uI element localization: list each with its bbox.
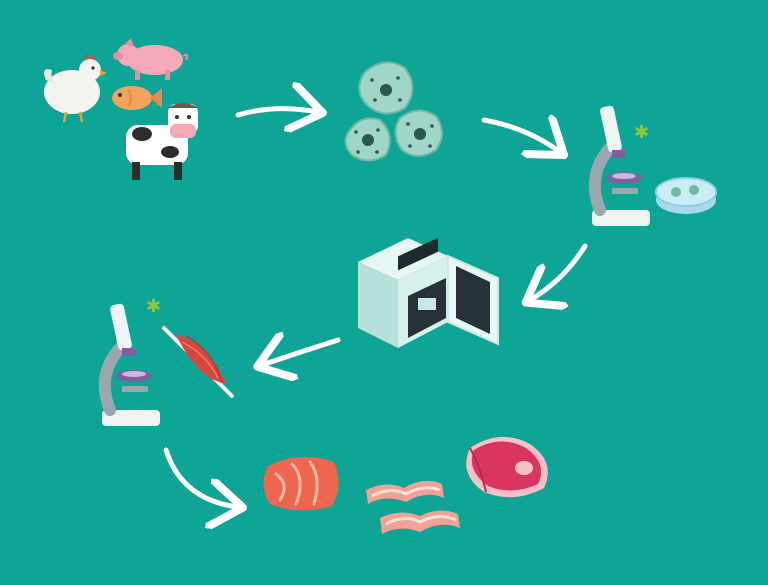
arrow-cells-to-lab	[481, 120, 560, 152]
bacon-strip-icon	[366, 480, 444, 504]
meat-products-group	[263, 436, 548, 534]
microscope-icon	[98, 303, 160, 426]
cell-icon	[394, 109, 443, 157]
muscle-growth-group: ✱	[98, 296, 234, 426]
incubator-icon	[358, 237, 499, 348]
sparkle-icon: ✱	[146, 296, 161, 317]
muscle-fiber-icon	[162, 326, 234, 398]
pig-icon	[113, 38, 188, 80]
arrow-lab-to-incubator	[530, 243, 588, 300]
steak-icon	[466, 436, 548, 498]
salmon-fillet-icon	[263, 456, 339, 511]
sparkle-icon: ✱	[634, 122, 649, 143]
chicken-icon	[44, 56, 107, 123]
cell-icon	[344, 117, 391, 162]
lab-analysis-group: ✱	[588, 105, 717, 226]
arrow-incubator-to-muscle	[262, 340, 341, 365]
microscope-icon	[588, 105, 650, 226]
bacon-strip-icon	[380, 510, 460, 534]
arrow-muscle-to-meat	[163, 447, 238, 507]
cow-icon	[126, 103, 198, 180]
arrow-animals-to-cells	[235, 109, 318, 115]
fish-icon	[112, 86, 162, 110]
petri-dish-icon	[655, 177, 717, 214]
cells-group	[344, 61, 443, 162]
cell-icon	[358, 61, 414, 115]
animals-group	[44, 38, 198, 180]
